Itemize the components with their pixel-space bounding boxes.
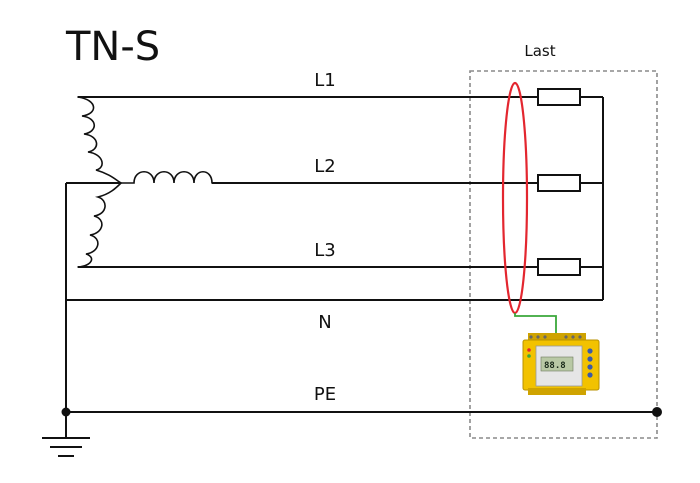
- load-enclosure: [469, 70, 658, 439]
- transformer-star-windings: [77, 96, 213, 268]
- diagram-title: TN-S: [65, 24, 160, 70]
- winding-l3: [77, 182, 122, 268]
- device-display: [540, 356, 574, 372]
- pe-terminal-dot: [652, 407, 662, 417]
- winding-l1: [77, 96, 122, 184]
- label-n: N: [318, 312, 331, 333]
- label-l2: L2: [314, 156, 335, 177]
- load-resistor-l2: [537, 174, 581, 192]
- earth-ground-icon: [42, 412, 90, 457]
- label-l1: L1: [314, 70, 335, 91]
- residual-current-monitor-device: 88.8: [522, 333, 600, 395]
- monitor-lead-wire: [514, 313, 557, 333]
- load-label: Last: [524, 42, 555, 60]
- winding-l2: [120, 170, 213, 184]
- load-resistor-l3: [537, 258, 581, 276]
- label-pe: PE: [314, 384, 336, 405]
- label-l3: L3: [314, 240, 335, 261]
- current-transformer-ring: [501, 81, 529, 315]
- svg-text:88.8: 88.8: [544, 361, 566, 371]
- load-resistor-l1: [537, 88, 581, 106]
